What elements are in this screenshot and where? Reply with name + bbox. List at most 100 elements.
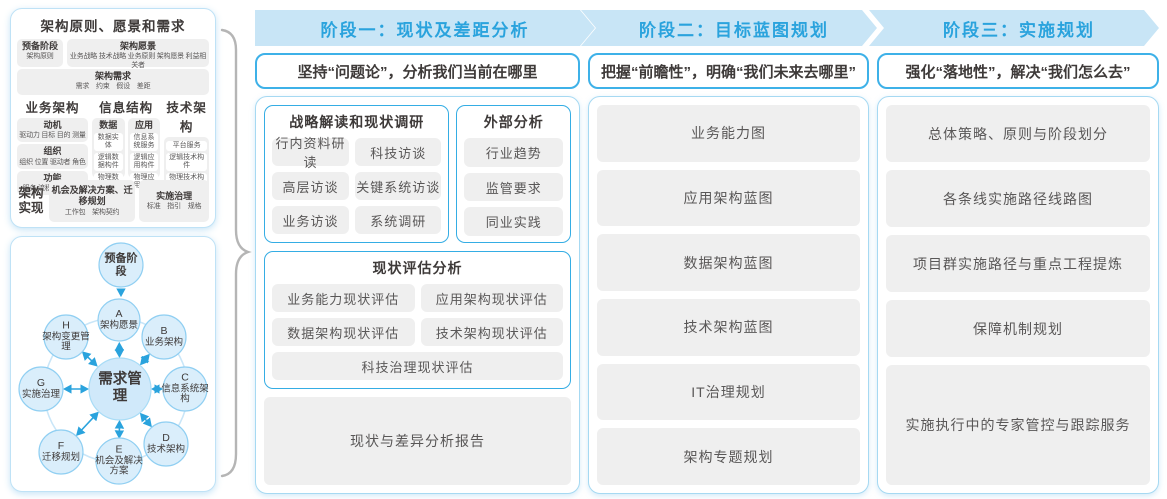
phase1-top-row: 战略解读和现状调研 行内资料研读 科技访谈 高层访谈 关键系统访谈 业务访谈 系… — [264, 105, 571, 243]
node-letter: D — [162, 431, 170, 444]
implementation-governance-sub: 标准 指引 规格 — [146, 203, 202, 211]
external-analysis-title: 外部分析 — [483, 114, 544, 130]
assessment-item: 应用架构现状评估 — [420, 284, 563, 312]
phase2-items: 业务能力图 应用架构蓝图 数据架构蓝图 技术架构蓝图 IT治理规划 架构专题规划 — [597, 105, 860, 486]
information-structure-column: 信息结构 数据 数据实体 逻辑数据构件 物理数据构件 应用 信息系统服务 逻辑应… — [91, 97, 161, 192]
strategy-survey-title: 战略解读和现状调研 — [289, 114, 425, 130]
phase-subtitles-row: 坚持“问题论”，分析我们当前在哪里 把握“前瞻性”，明确“我们未来去哪里” 强化… — [255, 53, 1159, 89]
node-d-circle — [143, 421, 189, 467]
principles-panel-title: 架构原则、愿景和需求 — [40, 19, 186, 34]
phase3-band-arrow: 阶段三：实施规划 — [869, 10, 1159, 46]
node-label: 技术架构 — [146, 443, 185, 455]
phase2-item: 应用架构蓝图 — [597, 169, 860, 227]
application-subcolumn-title: 应用 — [134, 120, 153, 130]
prep-circle — [98, 242, 144, 288]
organization-title: 组织 — [43, 146, 62, 157]
adm-node-g: G 实施治理 — [17, 376, 65, 400]
prep-phase-sub: 架构原则 — [26, 53, 54, 61]
architecture-realization-row: 架构实现 机会及解决方案、迁移规划 工作包 架构契约 实施治理 标准 指引 规格 — [17, 180, 209, 222]
adm-node-e: E 机会及解决方案 — [95, 443, 143, 478]
business-architecture-column: 业务架构 动机 驱动力 目标 目的 测量 组织 组织 位置 驱动者 角色 功能 … — [17, 97, 88, 196]
node-letter: G — [36, 376, 46, 389]
adm-node-h: H 架构变更管理 — [42, 319, 90, 354]
node-label: 机会及解决方案 — [95, 455, 143, 477]
data-subcolumn-title: 数据 — [99, 120, 118, 130]
assessment-item: 科技治理现状评估 — [272, 352, 563, 380]
implementation-governance-title: 实施治理 — [156, 190, 193, 201]
opportunities-migration-sub: 工作包 架构契约 — [64, 208, 120, 216]
external-item: 同业实践 — [464, 207, 563, 237]
survey-items-grid: 行内资料研读 科技访谈 高层访谈 关键系统访谈 业务访谈 系统调研 — [272, 136, 442, 234]
survey-item: 系统调研 — [355, 206, 442, 234]
node-label: 信息系统架构 — [161, 383, 209, 405]
assessment-title: 现状评估分析 — [372, 260, 463, 276]
phase2-item: 业务能力图 — [597, 105, 860, 162]
phase3-item: 保障机制规划 — [886, 300, 1150, 358]
realization-label: 架构实现 — [18, 186, 44, 215]
phase2-item: 数据架构蓝图 — [597, 234, 860, 292]
adm-cycle-panel: 预备阶段 需求管理 A 架构愿景 B 业务架构 C 信息系统架构 D 技术架构 … — [10, 236, 216, 492]
node-a-circle — [97, 298, 141, 342]
technology-architecture-column: 技术架构 平台服务 逻辑技术构件 物理技术构件 — [164, 97, 209, 194]
strategy-survey-box: 战略解读和现状调研 行内资料研读 科技访谈 高层访谈 关键系统访谈 业务访谈 系… — [264, 105, 450, 243]
adm-node-b: B 业务架构 — [140, 324, 188, 348]
node-g-circle — [18, 366, 64, 412]
phase-content-row: 战略解读和现状调研 行内资料研读 科技访谈 高层访谈 关键系统访谈 业务访谈 系… — [255, 96, 1159, 494]
data-item: 逻辑数据构件 — [93, 153, 123, 172]
prep-phase-title: 预备阶段 — [21, 41, 58, 51]
node-e-circle — [95, 437, 143, 485]
function-title: 功能 — [43, 172, 62, 183]
survey-item: 业务访谈 — [272, 206, 350, 234]
technology-item: 平台服务 — [166, 141, 207, 152]
vision-box: 架构愿景 业务战略 技术战略 业务原则 架构愿景 利益相关者 — [67, 39, 209, 69]
node-h-circle — [43, 314, 89, 360]
motivation-box: 动机 驱动力 目标 目的 测量 — [17, 118, 88, 143]
phase3-item: 实施执行中的专家管控与跟踪服务 — [886, 365, 1150, 485]
architecture-columns: 业务架构 动机 驱动力 目标 目的 测量 组织 组织 位置 驱动者 角色 功能 … — [17, 97, 209, 196]
center-b-arrow — [139, 353, 150, 366]
survey-item: 关键系统访谈 — [355, 172, 442, 200]
node-c-circle — [162, 366, 208, 412]
opportunities-migration-title: 机会及解决方案、迁移规划 — [51, 185, 133, 207]
node-letter: H — [62, 319, 70, 332]
prep-phase-node: 预备阶段 — [104, 252, 138, 277]
adm-node-a: A 架构愿景 — [95, 307, 143, 331]
assessment-box: 现状评估分析 业务能力现状评估 应用架构现状评估 数据架构现状评估 技术架构现状… — [264, 251, 571, 389]
phase1-subtitle: 坚持“问题论”，分析我们当前在哪里 — [255, 53, 580, 89]
phase2-band-arrow: 阶段二：目标蓝图规划 — [581, 10, 877, 46]
survey-item: 科技访谈 — [355, 138, 442, 166]
assessment-item: 业务能力现状评估 — [272, 284, 415, 312]
phase1-content-panel: 战略解读和现状调研 行内资料研读 科技访谈 高层访谈 关键系统访谈 业务访谈 系… — [255, 96, 580, 494]
node-b-circle — [141, 314, 187, 360]
node-letter: B — [160, 324, 168, 337]
node-letter: C — [181, 371, 189, 384]
phase2-subtitle: 把握“前瞻性”，明确“我们未来去哪里” — [588, 53, 869, 89]
node-label: 架构愿景 — [99, 319, 138, 331]
node-label: 迁移规划 — [41, 451, 80, 463]
application-item: 逻辑应用构件 — [129, 153, 159, 172]
phase2-content-panel: 业务能力图 应用架构蓝图 数据架构蓝图 技术架构蓝图 IT治理规划 架构专题规划 — [588, 96, 869, 494]
phase1-band-arrow: 阶段一：现状及差距分析 — [255, 10, 595, 46]
prep-vision-row: 预备阶段 架构原则 架构愿景 业务战略 技术战略 业务原则 架构愿景 利益相关者 — [17, 39, 209, 69]
node-letter: E — [115, 443, 123, 456]
node-letter: A — [115, 307, 123, 320]
assessment-item: 技术架构现状评估 — [420, 318, 563, 346]
phase-band: 阶段一：现状及差距分析 阶段二：目标蓝图规划 阶段三：实施规划 — [255, 10, 1159, 46]
requirements-title: 架构需求 — [94, 71, 131, 81]
requirements-management-node: 需求管理 — [98, 371, 142, 405]
adm-node-d: D 技术架构 — [142, 431, 190, 455]
center-h-arrow — [81, 351, 98, 367]
data-item: 数据实体 — [93, 133, 123, 152]
external-item: 监管要求 — [464, 172, 563, 202]
center-f-arrow — [75, 411, 99, 437]
phase3-item: 项目群实施路径与重点工程提炼 — [886, 235, 1150, 293]
center-d-arrow — [139, 412, 152, 428]
technology-architecture-header: 技术架构 — [166, 101, 207, 134]
phase3-items: 总体策略、原则与阶段划分 各条线实施路径线路图 项目群实施路径与重点工程提炼 保… — [886, 105, 1150, 485]
adm-node-f: F 迁移规划 — [37, 440, 85, 463]
adm-node-c: C 信息系统架构 — [161, 371, 209, 406]
brace-icon — [220, 28, 252, 478]
gap-analysis-report-box: 现状与差异分析报告 — [264, 397, 571, 485]
application-item: 信息系统服务 — [129, 133, 159, 152]
